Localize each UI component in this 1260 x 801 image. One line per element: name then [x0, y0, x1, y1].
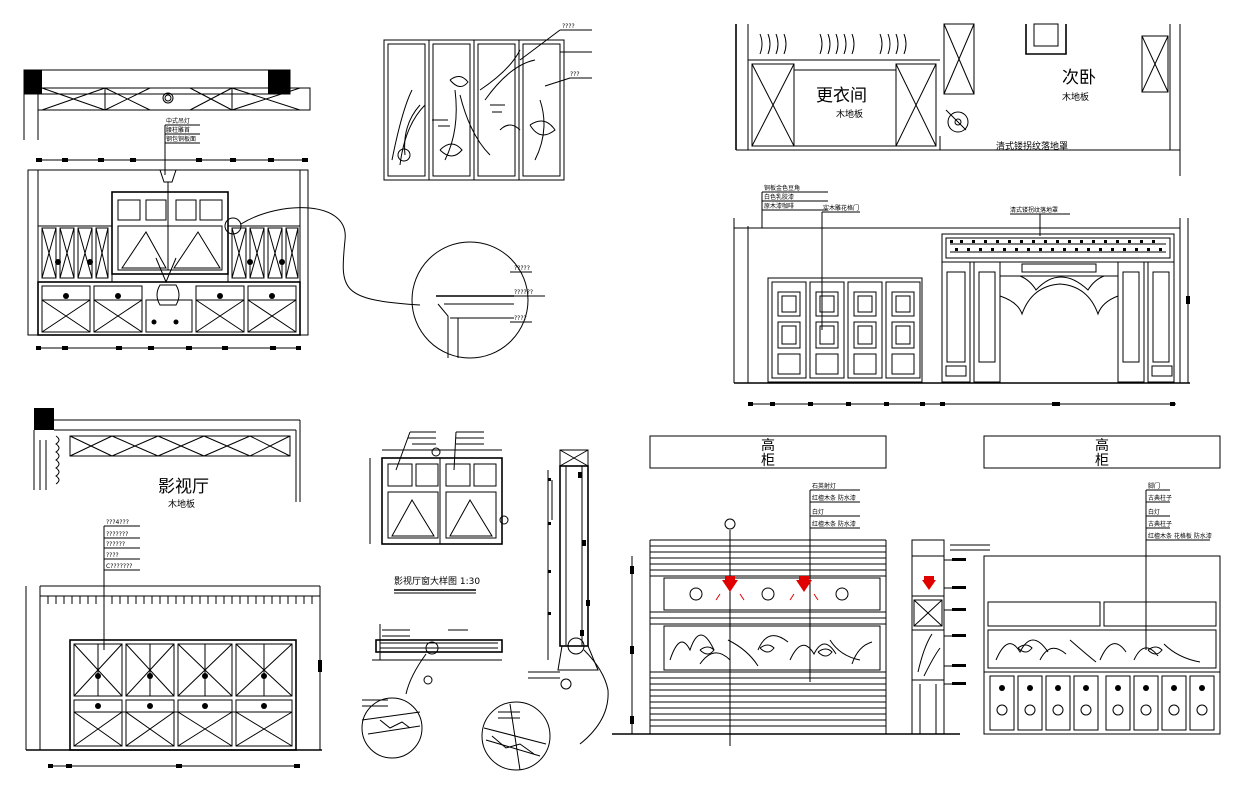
note-detail-3: ????	[514, 315, 527, 322]
note-door-b: 实木雕花格门	[823, 204, 859, 212]
note-door-c: 清式镂拐纹落地罩	[1010, 206, 1058, 214]
label-media-room-floor: 木地板	[168, 498, 195, 510]
tall-cabinet-elevations: 高 柜 高 柜 石英射灯 红檀木条 防水漆 白灯 红檀木条 防水漆 脚门 古典柱…	[612, 435, 1221, 746]
cornice-detail-circle: ????? ?????? ????	[411, 241, 545, 359]
note-cabinet-right-4: 古典柱子	[1148, 520, 1172, 528]
note-door-a1: 铜板金色豆角	[764, 184, 800, 192]
label-tall-cabinet-right-b: 柜	[1095, 453, 1109, 469]
note-cabinet-mid-4: 红檀木条 防水漆	[812, 520, 856, 528]
label-second-bedroom: 次卧	[1062, 68, 1096, 88]
label-changing-room: 更衣间	[816, 86, 867, 106]
note-media-2: ???????	[106, 531, 128, 538]
note-pendant-lamp: 中式吊灯	[166, 117, 190, 125]
label-media-room: 影视厅	[158, 477, 209, 497]
floor-plan-fragment: 更衣间 木地板 次卧 木地板 清式镂拐纹落地罩	[735, 23, 1181, 176]
label-changing-room-floor: 木地板	[836, 108, 863, 120]
note-cabinet-right-2: 古典柱子	[1148, 494, 1172, 502]
label-second-bedroom-floor: 木地板	[1062, 91, 1089, 103]
note-copper-plate: 钢包铜板面	[166, 135, 196, 143]
folding-screen-elevation: ???? ???	[383, 23, 592, 181]
cabinet-elevation-top-left: 中式吊灯 腰柱雕首 钢包铜板面	[23, 69, 421, 350]
note-cabinet-mid-2: 红檀木条 防水漆	[812, 494, 856, 502]
note-door-a3: 原木漆咖啡	[764, 202, 794, 210]
note-cabinet-right-3: 白灯	[1148, 508, 1160, 516]
window-detail-drawings: 影视厅窗大样图 1:30	[361, 431, 609, 771]
label-tall-cabinet-right-a: 高	[1095, 437, 1109, 454]
note-cabinet-mid-3: 白灯	[812, 508, 824, 516]
note-screen-1: ????	[562, 23, 575, 30]
note-detail-2: ??????	[514, 289, 533, 296]
label-tall-cabinet-left-a: 高	[761, 437, 775, 454]
note-media-3: ??????	[106, 541, 125, 548]
note-media-1: ???4???	[106, 519, 129, 526]
note-pillar-carving: 腰柱雕首	[166, 126, 190, 134]
lattice-door-elevation: 铜板金色豆角 白色乳胶漆 原木漆咖啡 实木雕花格门 清式镂拐纹落地罩	[733, 184, 1190, 406]
label-tall-cabinet-left-b: 柜	[761, 453, 775, 469]
note-cabinet-right-5: 红檀木条 花格板 防水漆	[1148, 532, 1212, 540]
note-cabinet-right-1: 脚门	[1148, 482, 1160, 490]
note-screen-2: ???	[570, 71, 580, 78]
note-media-5: C???????	[106, 563, 132, 570]
title-window-detail: 影视厅窗大样图 1:30	[394, 575, 480, 587]
note-cabinet-mid-1: 石英射灯	[812, 482, 836, 490]
label-lattice-screen: 清式镂拐纹落地罩	[996, 140, 1068, 152]
media-room-plan-and-elevation: 影视厅 木地板 ???4??? ??????? ?????? ???? C???…	[25, 408, 322, 768]
note-detail-1: ?????	[514, 265, 530, 272]
lattice-doors	[767, 277, 923, 383]
note-door-a2: 白色乳胶漆	[764, 193, 794, 201]
note-media-4: ????	[106, 552, 119, 559]
arch-lattice-screen	[941, 233, 1175, 383]
